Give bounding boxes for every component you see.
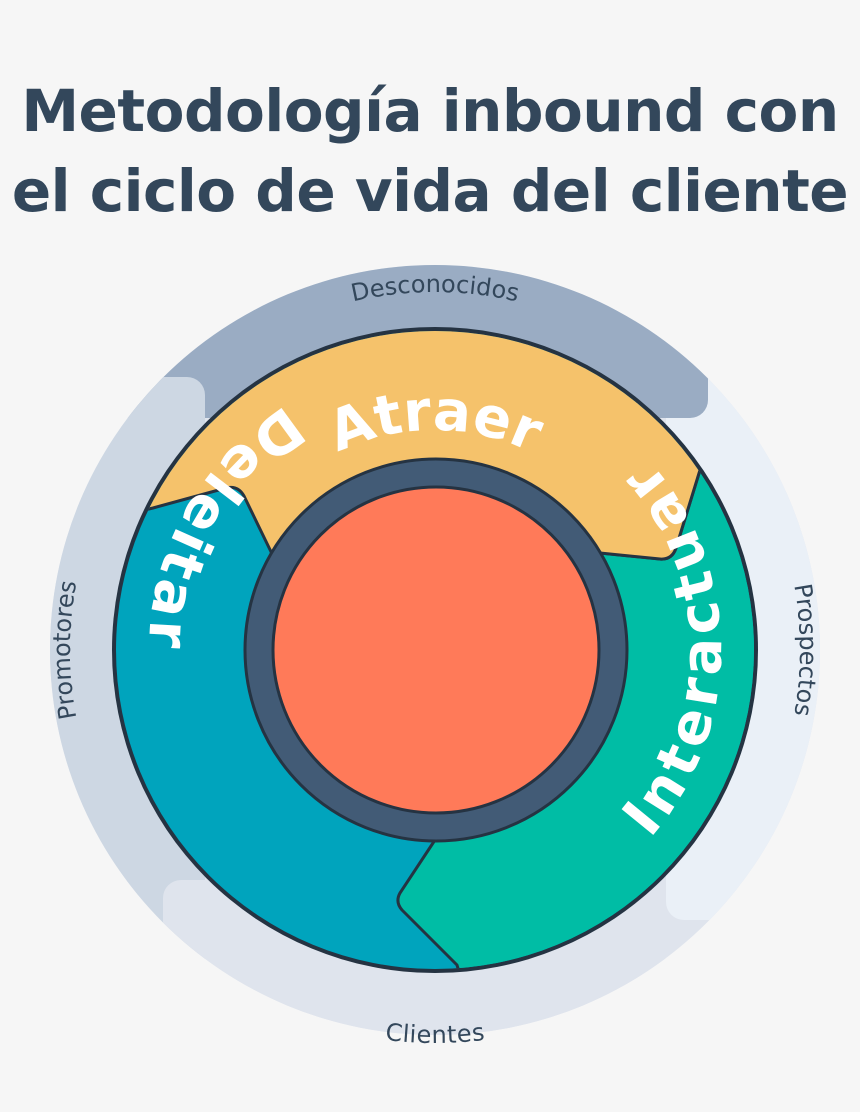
hub-center (271, 485, 601, 815)
label-clientes: Clientes (384, 1018, 486, 1049)
page-title: Metodología inbound con el ciclo de vida… (0, 71, 860, 231)
title-line-1: Metodología inbound con (21, 76, 839, 145)
title-line-2: el ciclo de vida del cliente (11, 156, 849, 225)
